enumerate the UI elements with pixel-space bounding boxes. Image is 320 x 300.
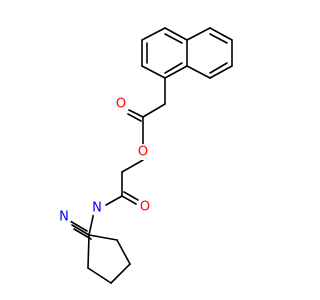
bond [88,234,118,241]
bond [87,267,112,284]
amide-oxygen-label: O [140,200,150,215]
bond [164,65,188,79]
bond [105,195,123,206]
chemical-structure: O O O N N [56,27,233,284]
bond [123,191,139,201]
bond [141,65,166,79]
amide-oxygen: O [137,199,153,215]
ester-oxygen: O [135,144,151,160]
bond [141,27,166,41]
amide-nitrogen: N [89,200,105,216]
bond [186,27,211,41]
nitrile-nitrogen: N [56,209,72,225]
bond [121,195,137,205]
bond [87,234,90,269]
amide-nitrogen-label: N [92,201,102,216]
bond [209,65,233,79]
bond [164,27,188,41]
bond [209,27,233,41]
bond [164,33,183,44]
bond [128,109,144,118]
bond [142,103,166,118]
ester-carbonyl-oxygen-label: O [116,97,126,112]
atom-labels: O O O N N [56,96,153,225]
bond [209,33,228,44]
bond [116,239,131,265]
bond [209,62,228,74]
bond [71,224,90,236]
nitrile-nitrogen-label: N [59,210,69,225]
ester-oxygen-label: O [138,145,148,160]
bond [164,62,183,74]
ester-carbonyl-oxygen: O [113,96,129,112]
bond [69,220,88,232]
bond [88,211,95,236]
bond [121,159,144,173]
bond [110,263,131,284]
bond [186,65,211,79]
bond [127,113,142,122]
bonds [69,27,233,284]
